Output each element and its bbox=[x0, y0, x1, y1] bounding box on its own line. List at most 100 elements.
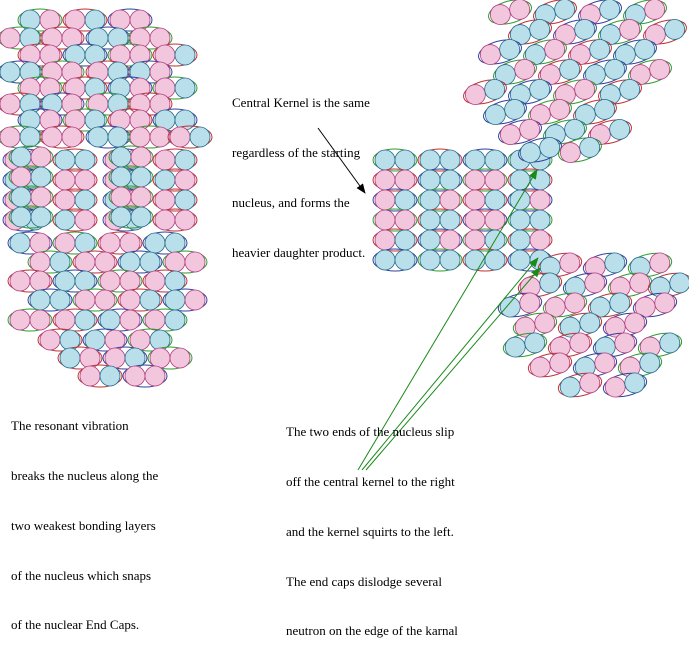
cyan-circle-icon bbox=[64, 44, 86, 66]
cyan-circle-icon bbox=[394, 249, 416, 271]
bond-ring bbox=[117, 250, 163, 274]
bond-ring bbox=[637, 332, 683, 358]
pink-circle-icon bbox=[529, 356, 551, 378]
cyan-circle-icon bbox=[119, 251, 141, 273]
bond-ring bbox=[372, 248, 418, 272]
pink-circle-icon bbox=[144, 270, 166, 292]
cyan-circle-icon bbox=[419, 149, 441, 171]
nucleon-pair bbox=[417, 208, 463, 232]
central-kernel bbox=[372, 148, 553, 272]
bond-ring bbox=[518, 137, 562, 163]
pink-circle-icon bbox=[129, 126, 151, 148]
nucleon-pair bbox=[108, 185, 154, 209]
pink-circle-icon bbox=[394, 209, 416, 231]
bond-ring bbox=[372, 208, 418, 232]
pink-circle-icon bbox=[39, 329, 61, 351]
pink-circle-icon bbox=[30, 146, 52, 168]
bond-ring bbox=[27, 288, 73, 312]
cyan-circle-icon bbox=[419, 229, 441, 251]
cyan-circle-icon bbox=[0, 61, 21, 83]
nucleon-pair bbox=[7, 231, 53, 255]
pink-circle-icon bbox=[164, 251, 186, 273]
pink-circle-icon bbox=[559, 252, 581, 274]
cyan-circle-icon bbox=[174, 44, 196, 66]
nucleon-pair bbox=[117, 250, 163, 274]
nucleon-pair bbox=[488, 0, 532, 25]
cyan-circle-icon bbox=[99, 309, 121, 331]
nucleon-pair bbox=[533, 0, 577, 25]
bond-ring bbox=[152, 43, 198, 67]
pink-circle-icon bbox=[464, 169, 486, 191]
cyan-circle-icon bbox=[164, 232, 186, 254]
pink-circle-icon bbox=[464, 209, 486, 231]
pink-circle-icon bbox=[74, 289, 96, 311]
cyan-circle-icon bbox=[74, 232, 96, 254]
nucleon-pair bbox=[39, 92, 85, 116]
bond-ring bbox=[508, 79, 552, 105]
bond-ring bbox=[17, 43, 63, 67]
bond-ring bbox=[578, 0, 622, 25]
cyan-circle-icon bbox=[529, 209, 551, 231]
bond-ring bbox=[498, 119, 542, 145]
nucleon-pair bbox=[493, 59, 537, 85]
nucleon-pair bbox=[417, 148, 463, 172]
pink-circle-icon bbox=[74, 209, 96, 231]
nucleon-pair bbox=[602, 372, 648, 398]
cyan-circle-icon bbox=[589, 39, 611, 60]
bond-ring bbox=[528, 99, 572, 125]
bond-ring bbox=[162, 288, 208, 312]
nucleon-pair bbox=[372, 208, 418, 232]
bond-ring bbox=[417, 208, 463, 232]
pink-circle-icon bbox=[129, 329, 151, 351]
bond-ring bbox=[147, 346, 193, 370]
bond-ring bbox=[488, 0, 532, 25]
bond-ring bbox=[152, 208, 198, 232]
nucleon-pair bbox=[97, 308, 143, 332]
bond-ring bbox=[122, 364, 168, 388]
pink-circle-icon bbox=[394, 169, 416, 191]
bond-ring bbox=[52, 269, 98, 293]
cyan-circle-icon bbox=[30, 206, 52, 228]
nucleon-pair bbox=[39, 26, 85, 50]
bond-ring bbox=[623, 0, 667, 25]
bond-ring bbox=[142, 231, 188, 255]
pink-circle-icon bbox=[94, 251, 116, 273]
nucleon-pair bbox=[97, 231, 143, 255]
bond-ring bbox=[107, 8, 153, 32]
bond-ring bbox=[417, 228, 463, 252]
pink-circle-icon bbox=[29, 270, 51, 292]
bond-ring bbox=[568, 39, 612, 65]
cyan-circle-icon bbox=[49, 289, 71, 311]
cyan-circle-icon bbox=[529, 19, 551, 40]
pink-circle-icon bbox=[374, 189, 396, 211]
bond-ring bbox=[8, 145, 54, 169]
bond-ring bbox=[538, 59, 582, 85]
cyan-circle-icon bbox=[84, 329, 106, 351]
cyan-circle-icon bbox=[19, 126, 41, 148]
nucleon-pair bbox=[497, 292, 543, 318]
pink-circle-icon bbox=[629, 272, 651, 294]
nucleon-pair bbox=[462, 148, 508, 172]
pink-circle-icon bbox=[64, 109, 86, 131]
bond-ring bbox=[127, 328, 173, 352]
pink-circle-icon bbox=[184, 289, 206, 311]
nucleon-pair bbox=[52, 148, 98, 172]
pink-circle-icon bbox=[9, 309, 31, 331]
nucleon-pair bbox=[538, 59, 582, 85]
nucleon-pair bbox=[52, 208, 98, 232]
pink-circle-icon bbox=[614, 332, 636, 354]
bond-ring bbox=[127, 26, 173, 50]
cyan-circle-icon bbox=[619, 79, 641, 100]
bond-ring bbox=[52, 188, 98, 212]
caption-line: breaks the nucleus along the bbox=[11, 467, 159, 483]
cyan-circle-icon bbox=[164, 309, 186, 331]
pink-circle-icon bbox=[99, 270, 121, 292]
bond-ring bbox=[72, 250, 118, 274]
cyan-circle-icon bbox=[499, 39, 521, 60]
nucleon-pair bbox=[582, 252, 628, 278]
pink-circle-icon bbox=[119, 270, 141, 292]
pink-circle-icon bbox=[484, 209, 506, 231]
cyan-circle-icon bbox=[10, 146, 32, 168]
bond-ring bbox=[7, 269, 53, 293]
nucleon-pair bbox=[62, 8, 108, 32]
